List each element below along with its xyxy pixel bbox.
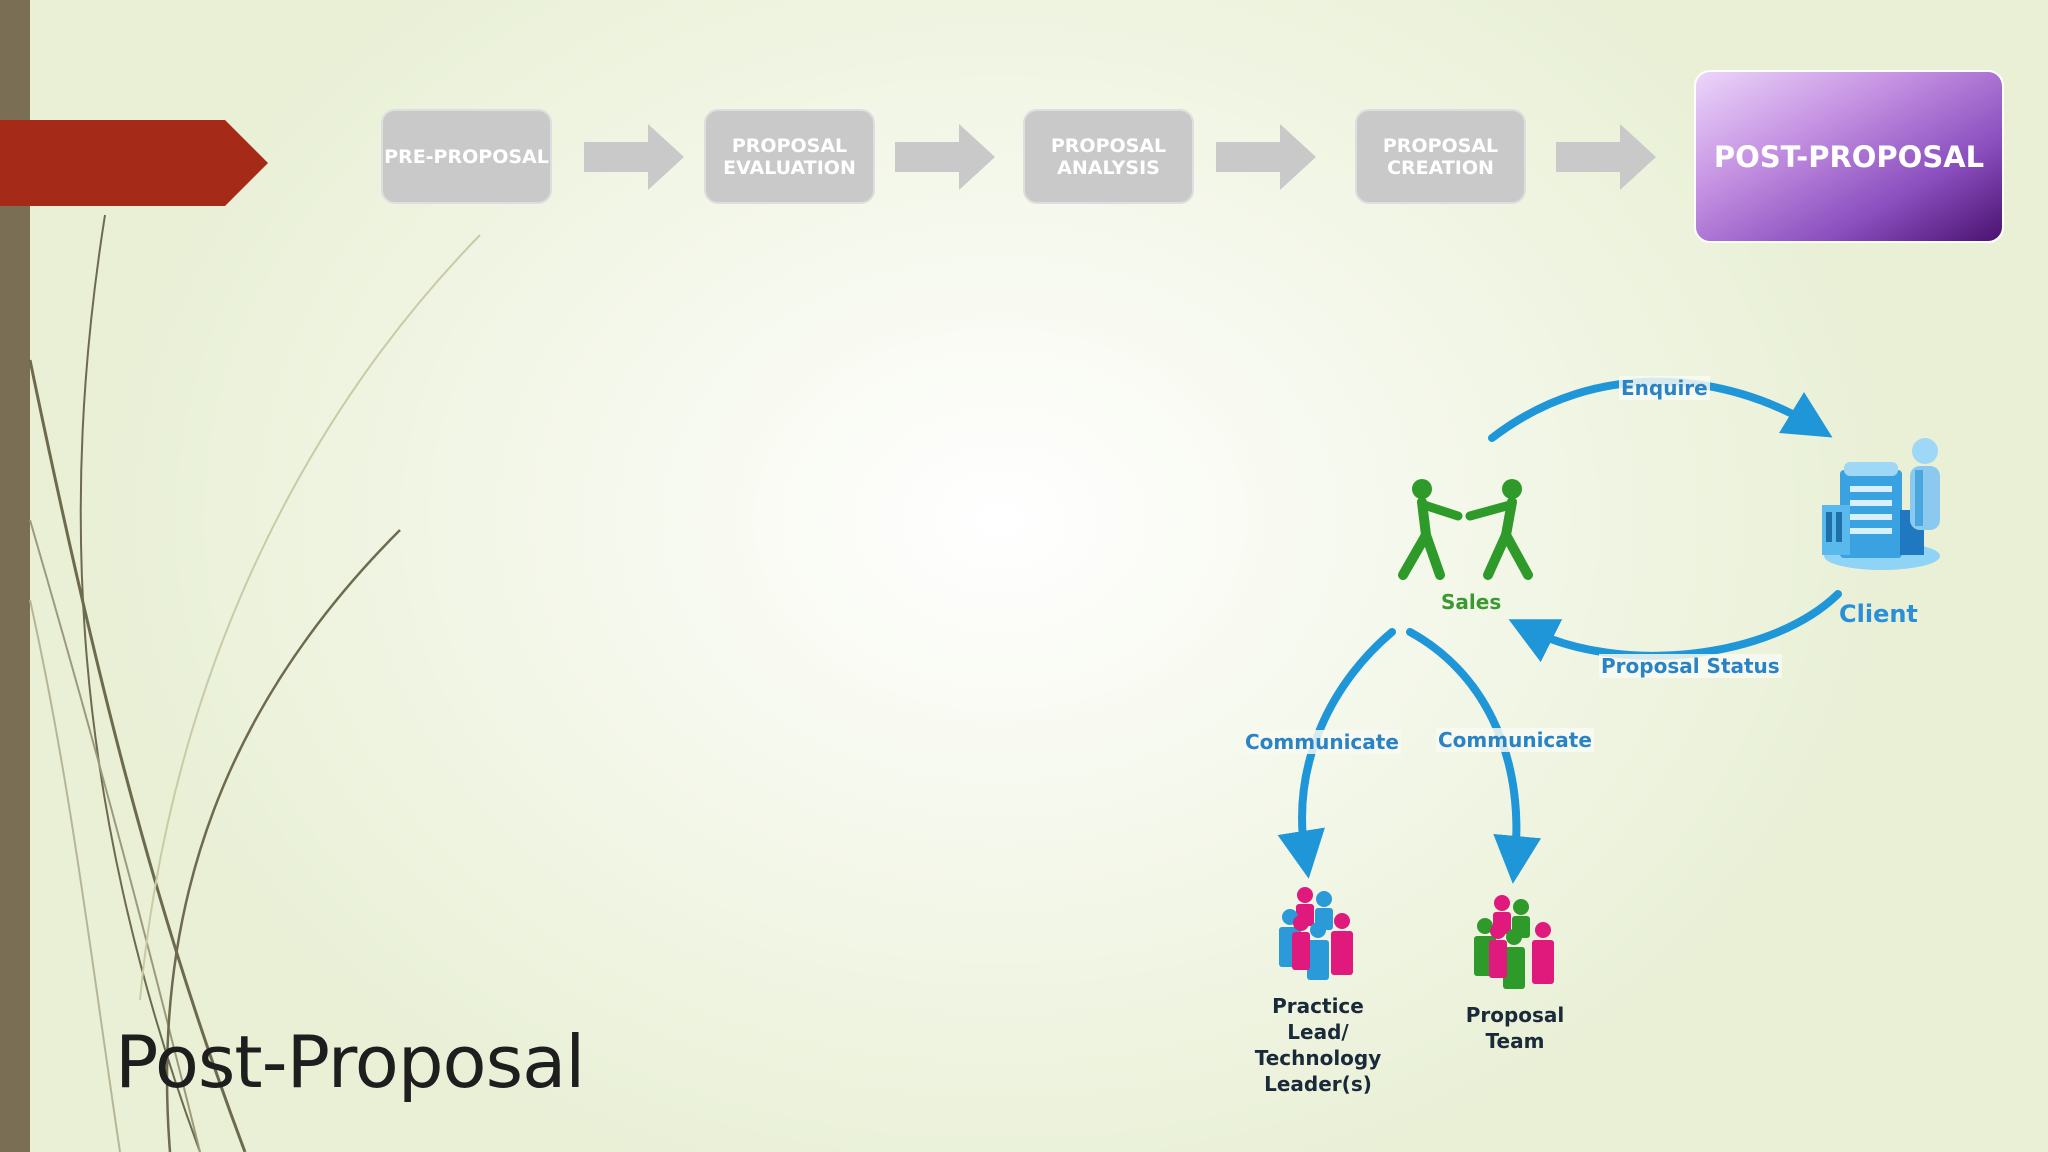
decorative-grass-lines	[28, 214, 481, 1152]
edge-communicate-right	[1406, 628, 1542, 884]
step-proposal-evaluation[interactable]: PROPOSAL EVALUATION	[704, 109, 875, 204]
sales-handshake-icon	[1398, 479, 1533, 580]
flow-arrow-2	[895, 124, 995, 190]
slide-title: Post-Proposal	[115, 1020, 585, 1104]
step-proposal-creation[interactable]: PROPOSAL CREATION	[1355, 109, 1526, 204]
edge-proposal-status	[1508, 590, 1842, 663]
step-proposal-analysis[interactable]: PROPOSAL ANALYSIS	[1023, 109, 1194, 204]
edge-label-enquire: Enquire	[1619, 376, 1710, 400]
client-building-icon	[1822, 438, 1940, 570]
edge-label-communicate-left: Communicate	[1243, 730, 1401, 754]
section-marker-arrow	[0, 120, 268, 206]
step-pre-proposal[interactable]: PRE-PROPOSAL	[381, 109, 552, 204]
edge-label-communicate-right: Communicate	[1436, 728, 1594, 752]
practice-lead-team-icon	[1279, 887, 1353, 980]
node-label-proposal-team: Proposal Team	[1465, 1003, 1565, 1053]
node-label-practice-lead: Practice Lead/ Technology Leader(s)	[1254, 994, 1382, 1096]
node-label-client: Client	[1839, 600, 1918, 628]
edge-communicate-left	[1277, 628, 1396, 879]
node-label-sales: Sales	[1441, 590, 1502, 614]
proposal-team-icon	[1474, 895, 1554, 989]
edge-label-proposal-status: Proposal Status	[1599, 654, 1782, 678]
step-post-proposal-current[interactable]: POST-PROPOSAL	[1694, 70, 2004, 243]
flow-arrow-3	[1216, 124, 1316, 190]
flow-arrow-1	[584, 124, 684, 190]
flow-arrow-4	[1556, 124, 1656, 190]
